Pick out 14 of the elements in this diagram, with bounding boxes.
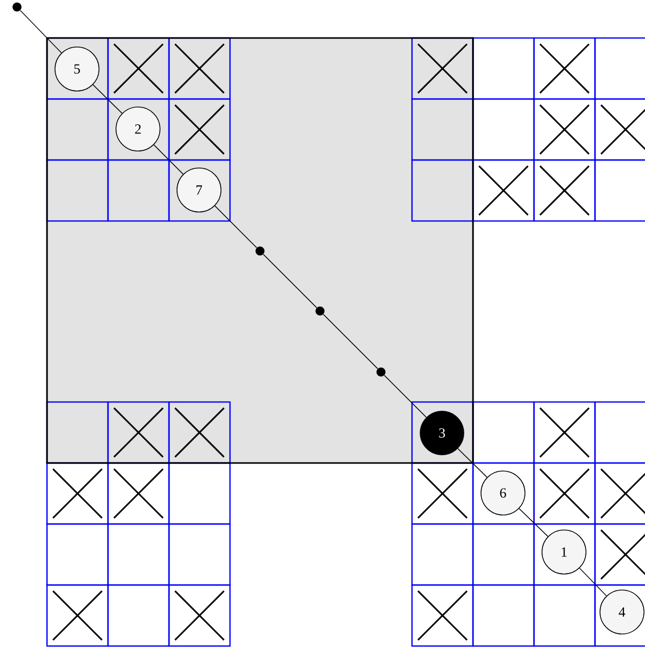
dot: [256, 246, 264, 256]
dot: [376, 368, 386, 376]
connector-line: [92, 84, 122, 114]
connector-line: [20, 10, 62, 54]
connector-line: [153, 144, 184, 175]
connector-line: [322, 314, 378, 370]
connector-line: [457, 448, 488, 478]
connector-line: [262, 254, 318, 308]
connector-line: [384, 374, 427, 418]
dot: [12, 2, 22, 12]
dot: [316, 306, 324, 316]
connector-line: [579, 568, 607, 596]
connector-line: [214, 205, 258, 248]
connector-line: [518, 508, 548, 537]
